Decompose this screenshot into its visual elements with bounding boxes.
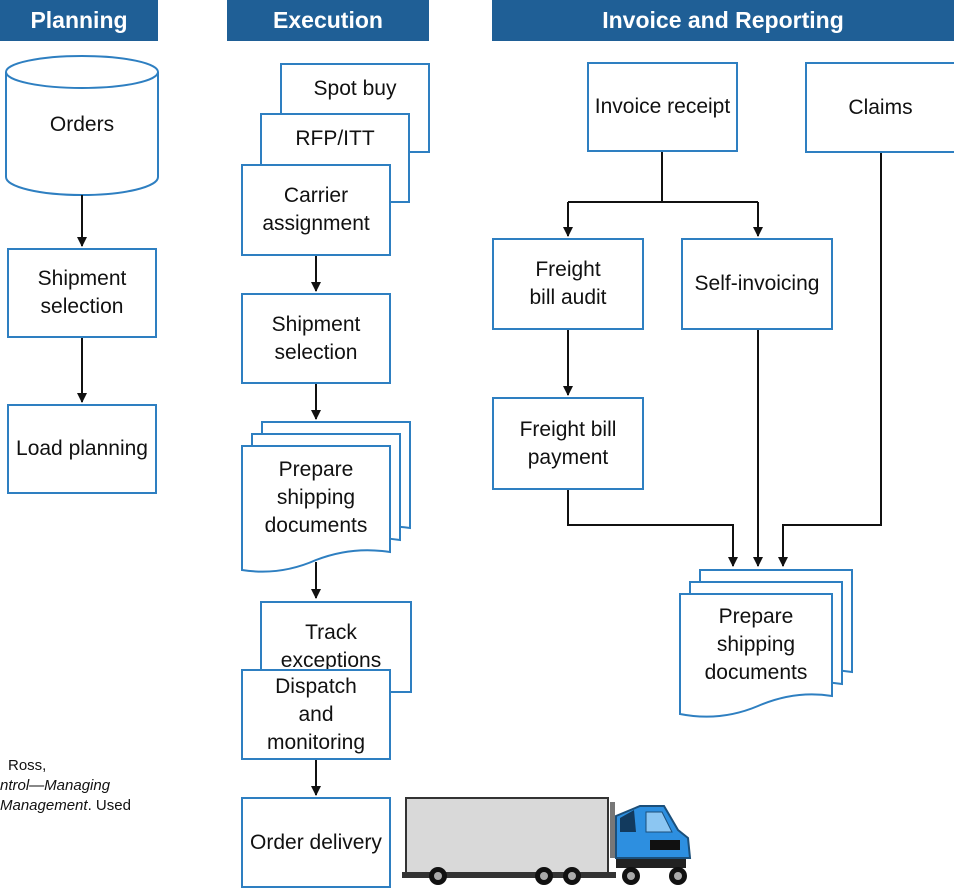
credit-line-3: Management. Used xyxy=(0,796,210,816)
credit-line-2: ntrol—Managing xyxy=(0,776,210,796)
invoice-receipt-box: Invoice receipt xyxy=(587,62,738,152)
credit-line-3-rest: . Used xyxy=(87,797,131,814)
execution-prepare-documents-stack xyxy=(241,421,411,573)
credit-line-3-italic: Management xyxy=(0,797,88,814)
execution-shipment-selection-box: Shipment selection xyxy=(241,293,391,384)
self-invoicing-box: Self-invoicing xyxy=(681,238,833,330)
load-planning-box: Load planning xyxy=(7,404,157,494)
invoice-prepare-documents-stack xyxy=(679,569,853,718)
planning-shipment-selection-box: Shipment selection xyxy=(7,248,157,338)
rfp-itt-label: RFP/ITT xyxy=(295,127,375,150)
header-execution: Execution xyxy=(227,0,429,41)
source-credit: Ross, ntrol—Managing Management. Used xyxy=(0,756,210,816)
delivery-truck-icon xyxy=(402,797,692,885)
orders-label: Orders xyxy=(49,113,115,136)
freight-bill-audit-box: Freight bill audit xyxy=(492,238,644,330)
freight-bill-payment-box: Freight bill payment xyxy=(492,397,644,490)
execution-prepare-documents-label: Prepare shipping documents xyxy=(264,458,368,537)
spot-buy-label: Spot buy xyxy=(313,77,397,100)
credit-line-2-italic: ntrol—Managing xyxy=(0,777,111,794)
claims-box: Claims xyxy=(805,62,954,153)
orders-database-cylinder xyxy=(5,55,159,196)
header-invoice-reporting: Invoice and Reporting xyxy=(492,0,954,41)
invoice-prepare-documents-label: Prepare shipping documents xyxy=(704,605,808,684)
invoice-arrows xyxy=(563,152,882,567)
dispatch-monitoring-box: Dispatch and monitoring xyxy=(241,669,391,760)
header-planning: Planning xyxy=(0,0,158,41)
carrier-assignment-box: Carrier assignment xyxy=(241,164,391,256)
credit-line-1: Ross, xyxy=(8,757,47,774)
track-exceptions-label: Track exceptions xyxy=(280,621,382,672)
order-delivery-box: Order delivery xyxy=(241,797,391,888)
